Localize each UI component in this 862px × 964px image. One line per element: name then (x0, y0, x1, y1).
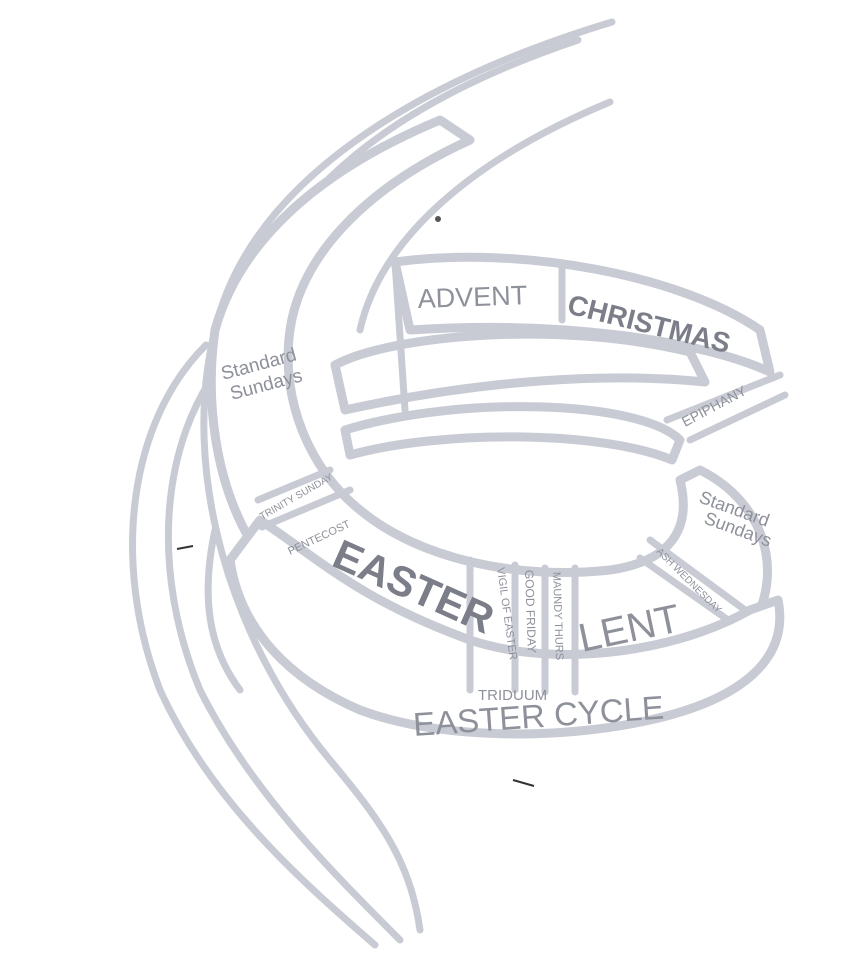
label-epiphany: EPIPHANY (679, 382, 750, 430)
label-advent: ADVENT (417, 280, 528, 314)
label-good-friday: GOOD FRIDAY (522, 570, 539, 654)
